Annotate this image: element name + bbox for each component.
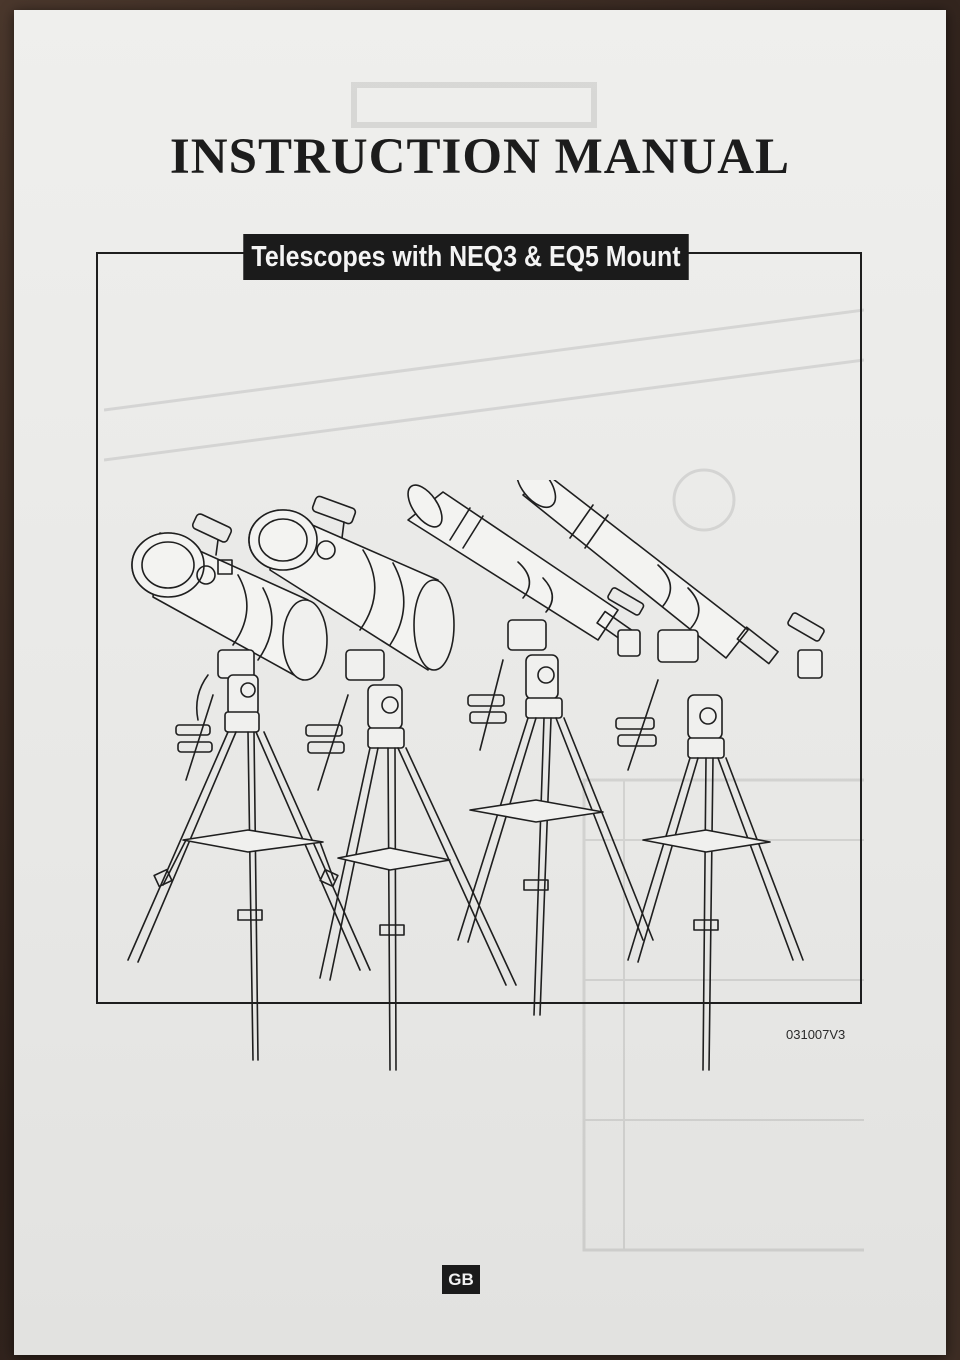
subtitle-banner: Telescopes with NEQ3 & EQ5 Mount: [243, 234, 689, 280]
telescope-reflector-large: [248, 495, 517, 1071]
telescopes-line-drawing: [127, 480, 825, 1071]
telescope-refractor-medium: [407, 484, 654, 1016]
manual-title: INSTRUCTION MANUAL: [169, 129, 791, 185]
language-badge: GB: [442, 1265, 480, 1294]
manual-cover-page: INSTRUCTION MANUAL Telescopes with NEQ3 …: [14, 10, 946, 1355]
telescope-reflector-small: [127, 513, 371, 1061]
version-code: 031007V3: [786, 1027, 846, 1042]
telescope-refractor-large: [515, 480, 825, 1071]
